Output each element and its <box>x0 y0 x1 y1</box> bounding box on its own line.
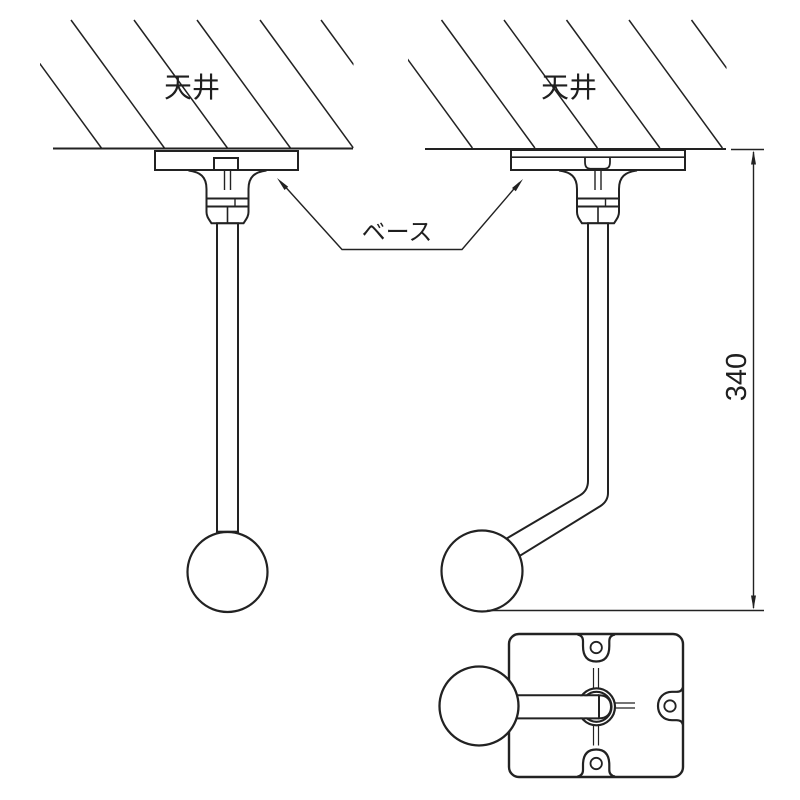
arm-cap <box>598 694 613 720</box>
screw-tab-right <box>656 687 684 725</box>
screw-hole-bottom <box>589 756 603 771</box>
nut-right <box>576 205 620 225</box>
base-leader <box>277 178 523 251</box>
stem-collar-left <box>205 197 250 208</box>
nut-left <box>205 205 250 225</box>
left-fixture-front-view <box>40 19 354 614</box>
rod-left <box>216 222 239 533</box>
leader-arrowhead-left <box>277 178 289 190</box>
stem-flare-left <box>188 169 267 199</box>
stem-flare-right <box>558 169 638 199</box>
dim-arrowhead-up <box>751 150 756 165</box>
base-plate-left <box>154 150 299 171</box>
base-label: ベース <box>362 219 433 246</box>
base-plate-left-boss <box>213 157 239 171</box>
dimension-340 <box>487 148 764 612</box>
screw-hole-right <box>663 699 677 713</box>
ceiling-hatch-right <box>408 19 727 149</box>
leader-arrowhead-right <box>512 179 523 192</box>
dimension-340-label: 340 <box>721 353 753 401</box>
rod-right-bent <box>505 222 609 558</box>
arm-fill <box>495 696 599 718</box>
base-plate-right-dome <box>584 157 611 170</box>
ball-right <box>440 529 524 613</box>
screw-tab-bottom <box>577 748 616 778</box>
right-fixture-front-view <box>408 19 727 613</box>
ceiling-label-right: 天井 <box>541 72 597 103</box>
ceiling-label-left: 天井 <box>164 72 220 103</box>
ceiling-hatch-left <box>40 19 354 149</box>
ball-left <box>186 530 269 614</box>
stem-collar-right <box>576 197 620 208</box>
screw-tab-top <box>577 633 616 663</box>
bottom-view <box>438 632 685 779</box>
base-plate-right <box>510 149 686 171</box>
center-marks <box>592 668 635 746</box>
ball-bottom-view <box>438 665 520 747</box>
dim-arrowhead-down <box>751 595 756 610</box>
screw-hole-top <box>589 640 603 655</box>
